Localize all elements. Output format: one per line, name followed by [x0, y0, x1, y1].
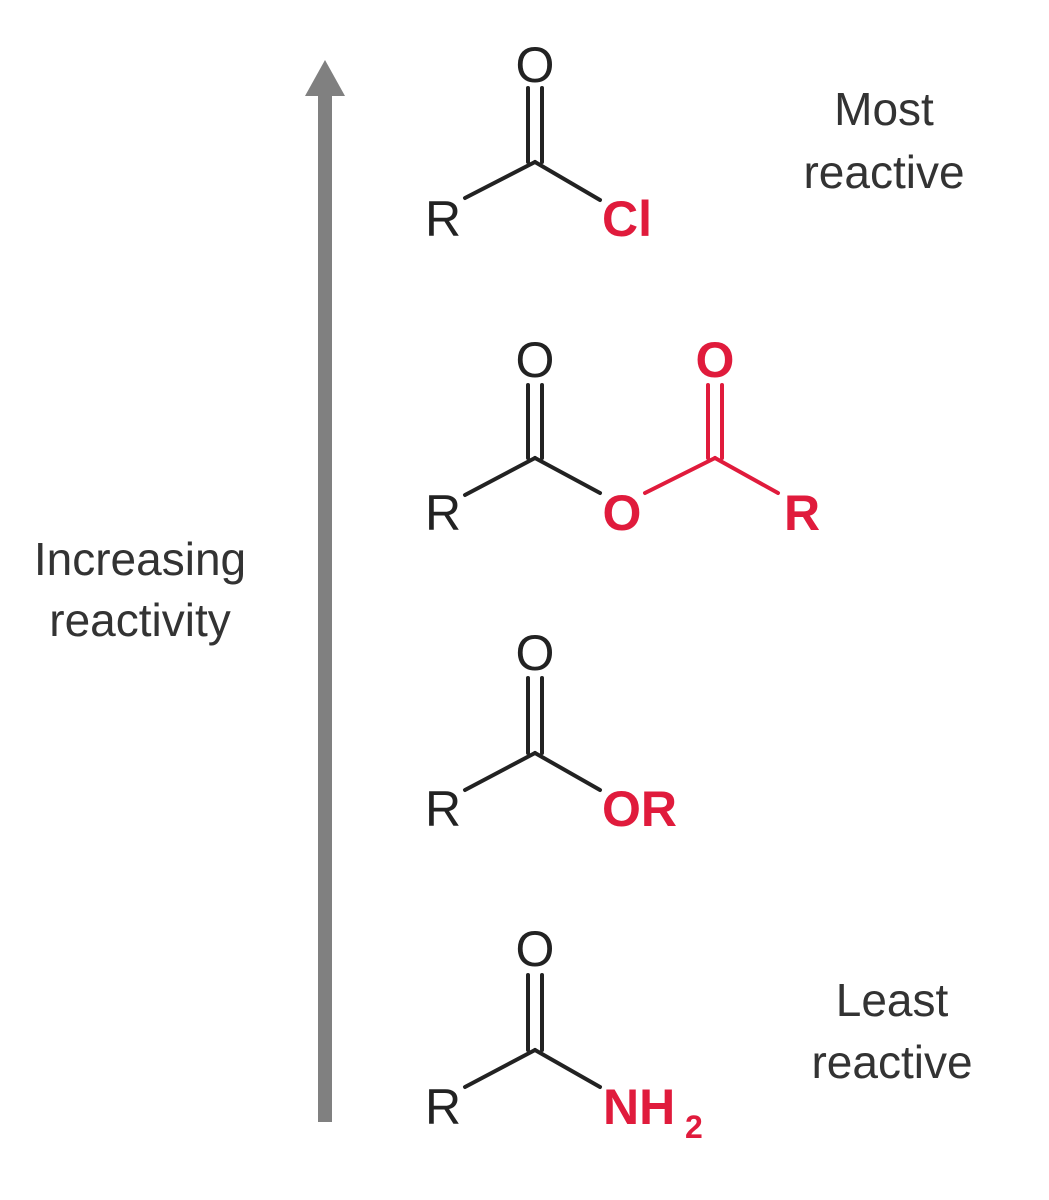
carbonyl-o-atom: O [516, 37, 555, 93]
bond-r-c [463, 751, 537, 792]
least-label-line1: Least [836, 974, 949, 1026]
bond-r-c1 [463, 456, 537, 497]
r-atom: R [425, 1079, 461, 1135]
least-label-line2: reactive [811, 1036, 972, 1088]
carbonyl-o-atom: O [516, 332, 555, 388]
bridge-o-atom: O [603, 485, 642, 541]
bond-r-c [463, 160, 537, 200]
bond-c-cl [533, 160, 602, 202]
ester: R O OR [425, 625, 677, 837]
carbonyl-o2-atom: O [696, 332, 735, 388]
amide: R O NH 2 [425, 921, 703, 1145]
alkoxy-group: OR [602, 781, 677, 837]
carbonyl-o-atom: O [516, 921, 555, 977]
arrow-head [305, 60, 345, 96]
arrow-label-line2: reactivity [49, 594, 230, 646]
bond-obridge-c2 [643, 456, 717, 495]
acid-chloride: R O Cl [425, 37, 652, 247]
r-atom: R [425, 781, 461, 837]
r-atom: R [425, 191, 461, 247]
amino-group: NH [603, 1079, 675, 1135]
arrow-label-line1: Increasing [34, 533, 246, 585]
most-label-line2: reactive [803, 146, 964, 198]
most-label-line1: Most [834, 83, 934, 135]
reactivity-arrow [305, 60, 345, 1122]
amino-subscript: 2 [685, 1109, 703, 1145]
bond-c-or [533, 751, 602, 792]
carbonyl-o-atom: O [516, 625, 555, 681]
r2-atom: R [784, 485, 820, 541]
bond-r-c [463, 1048, 537, 1089]
anhydride: R O O O R [425, 332, 820, 541]
r-atom: R [425, 485, 461, 541]
bond-c1-obridge [533, 456, 602, 495]
bond-c2-r2 [713, 456, 780, 495]
arrow-shaft [318, 90, 332, 1122]
chlorine-atom: Cl [602, 191, 652, 247]
bond-c-n [533, 1048, 602, 1089]
